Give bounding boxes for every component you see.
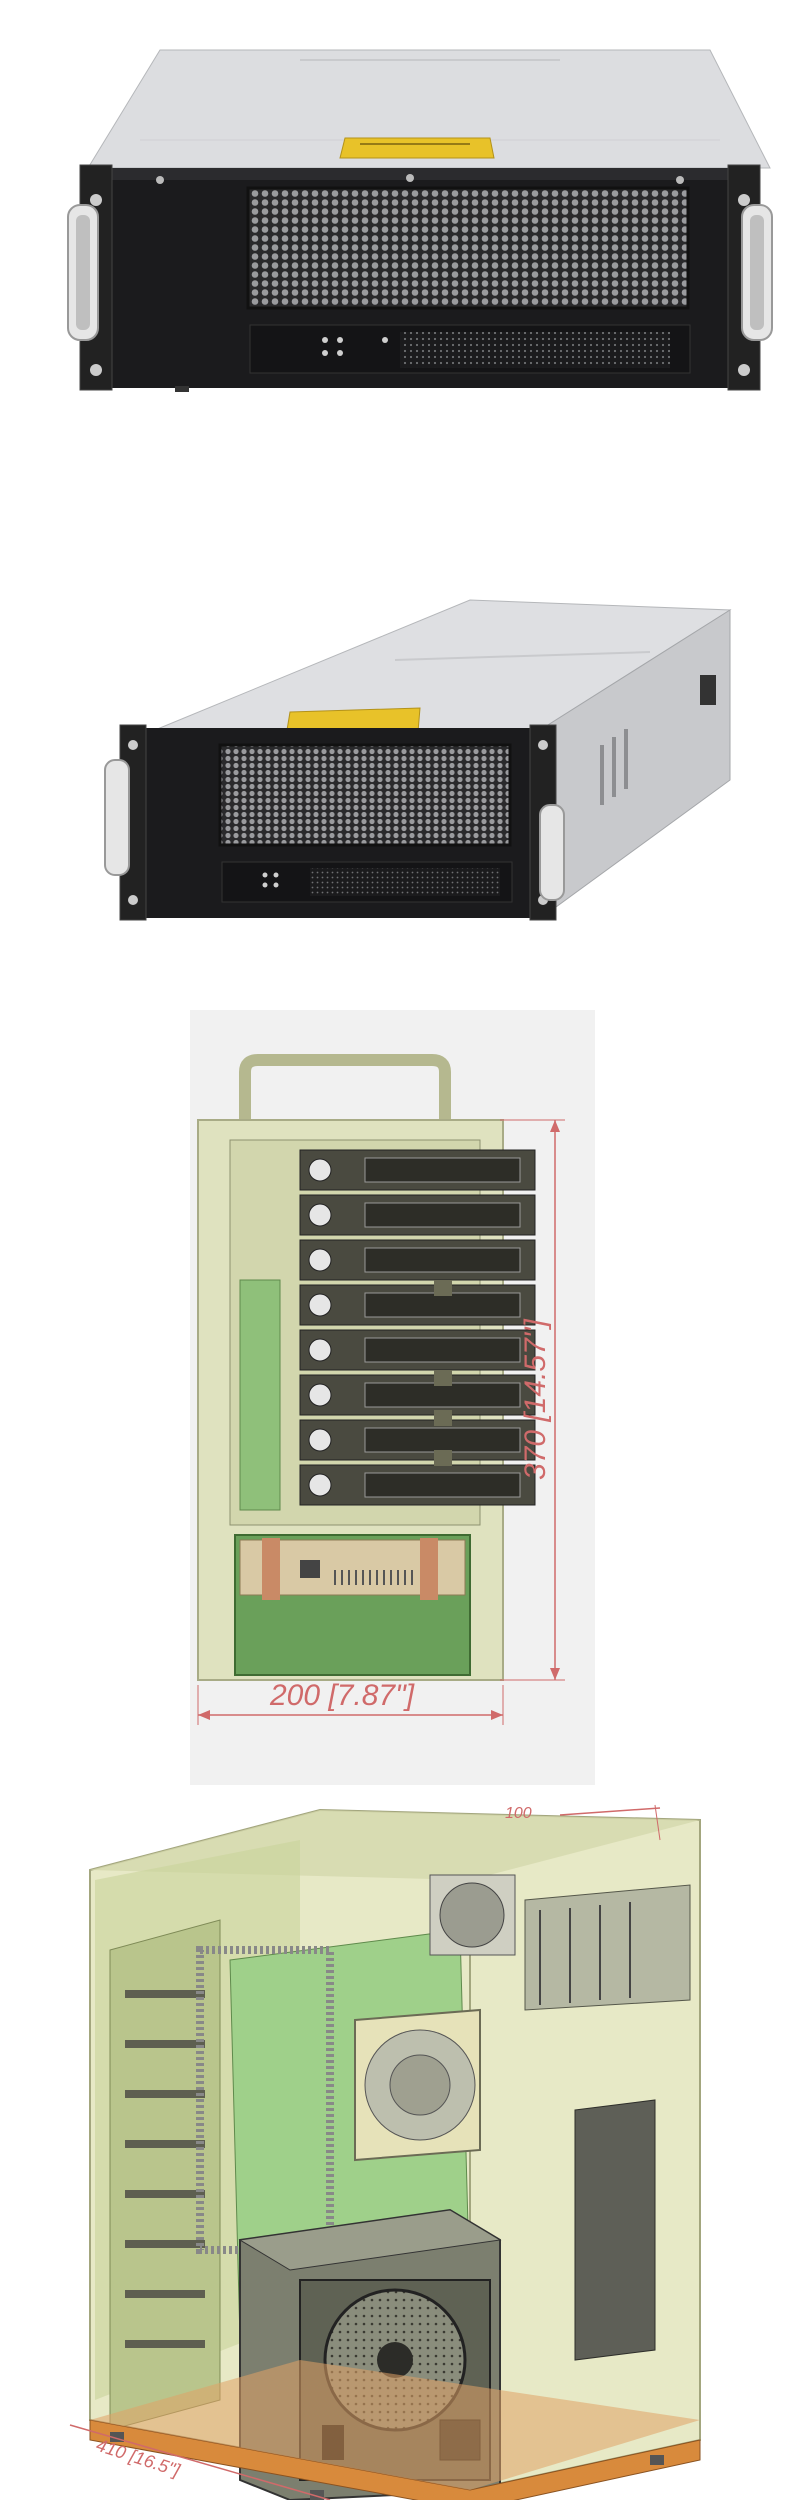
drive-cage-slots	[125, 1990, 205, 2348]
drive-tray	[299, 1419, 536, 1461]
drive-tray	[299, 1284, 536, 1326]
chassis-angle-view	[0, 580, 800, 980]
cage-slot	[125, 2190, 205, 2198]
drive-tray	[299, 1194, 536, 1236]
width-dimension-label: 200 [7.87"]	[269, 1679, 415, 1712]
cage-slot	[125, 2290, 205, 2298]
top-dimension-label: 100	[505, 1805, 532, 1822]
cage-slot	[125, 2240, 205, 2248]
cage-slot	[125, 2340, 205, 2348]
cage-slot	[125, 1990, 205, 1998]
cage-slot	[125, 2140, 205, 2148]
chassis-front-view	[0, 0, 800, 420]
drive-tray	[299, 1239, 536, 1281]
drive-tray	[299, 1464, 536, 1506]
cad-internal-3d-view: 100 410 [16.5"]	[0, 1800, 800, 2500]
cage-slot	[125, 2090, 205, 2098]
drive-bays	[299, 1149, 536, 1506]
cad-front-drawing: 200 [7.87"] 370 [14.57"]	[0, 1010, 800, 1790]
drive-tray	[299, 1149, 536, 1191]
drive-tray	[299, 1374, 536, 1416]
cage-slot	[125, 2040, 205, 2048]
height-dimension-label: 370 [14.57"]	[519, 1319, 552, 1480]
drive-tray	[299, 1329, 536, 1371]
